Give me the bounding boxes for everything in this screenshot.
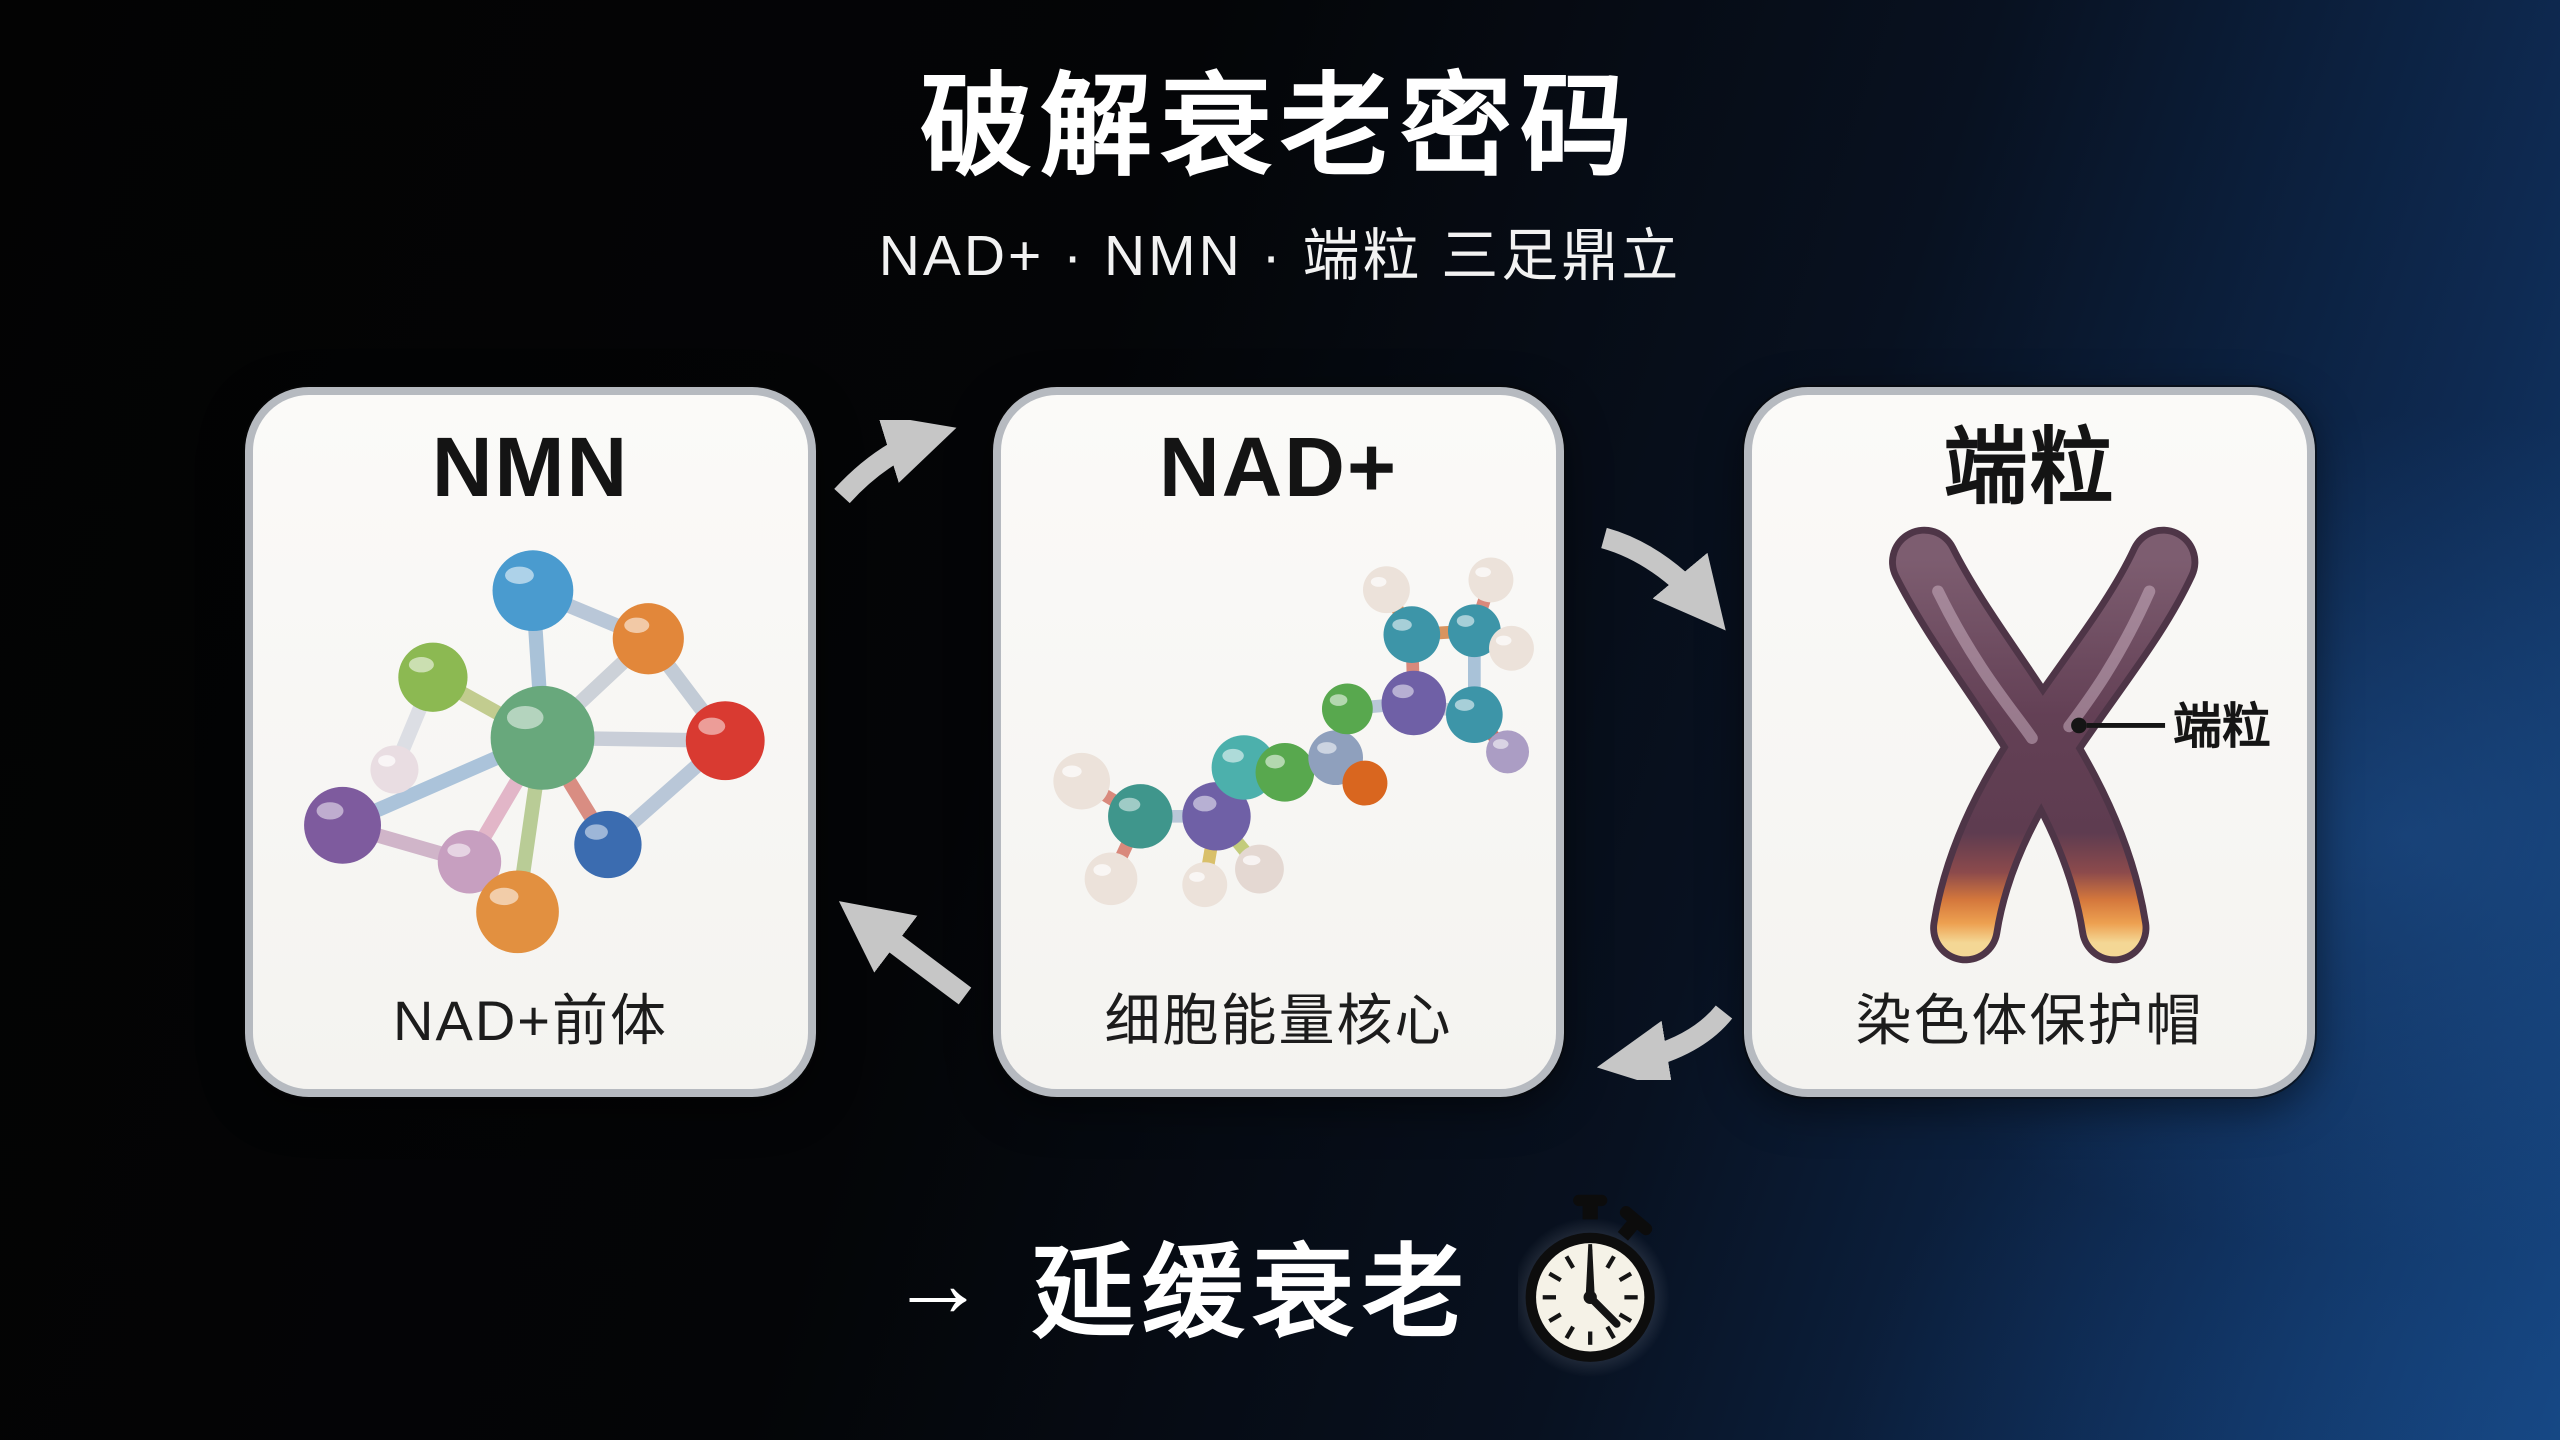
arrow-nmn-to-nad-icon bbox=[834, 420, 957, 504]
card-telomere-title: 端粒 bbox=[1943, 420, 2116, 514]
alarm-clock-icon bbox=[1518, 1194, 1670, 1378]
card-nmn-title: NMN bbox=[431, 420, 630, 514]
arrow-nad-to-nmn-icon bbox=[838, 901, 972, 1005]
page-title: 破解衰老密码 bbox=[920, 64, 1640, 189]
arrow-nad-to-telomere-icon bbox=[1601, 527, 1726, 631]
nmn-molecule-illustration bbox=[303, 549, 765, 953]
card-nmn: NMN bbox=[245, 387, 816, 1097]
arrow-telomere-to-nad-icon bbox=[1596, 1005, 1733, 1080]
card-nad: NAD+ bbox=[993, 387, 1564, 1097]
card-nmn-art bbox=[253, 513, 808, 976]
footer-result-text: 延缓衰老 bbox=[1032, 1235, 1472, 1350]
card-telomere-caption: 染色体保护帽 bbox=[1855, 989, 2204, 1052]
card-nmn-caption: NAD+前体 bbox=[393, 989, 668, 1052]
telomere-pointer-dot bbox=[2070, 717, 2087, 733]
footer: → 延缓衰老 bbox=[0, 1190, 2560, 1378]
telomere-annotation-label: 端粒 bbox=[2172, 700, 2270, 754]
card-nad-caption: 细胞能量核心 bbox=[1104, 989, 1453, 1052]
card-nad-art bbox=[1001, 513, 1556, 976]
card-nad-title: NAD+ bbox=[1158, 420, 1399, 514]
chromosome-illustration: 端粒 bbox=[1888, 526, 2270, 963]
result-arrow-glyph: → bbox=[890, 1230, 986, 1337]
card-telomere-art: 端粒 bbox=[1752, 513, 2307, 976]
nad-molecule-illustration bbox=[1052, 557, 1534, 907]
page-subtitle: NAD+ · NMN · 端粒 三足鼎立 bbox=[878, 224, 1682, 288]
card-telomere: 端粒 bbox=[1744, 387, 2315, 1097]
